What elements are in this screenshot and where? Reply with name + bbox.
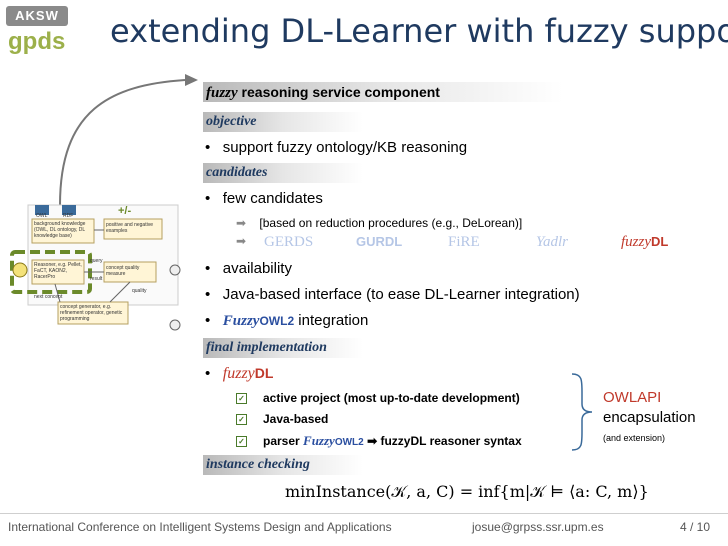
candidates-text-3: Java-based interface (to ease DL-Learner…: [222, 286, 580, 303]
fuzzydl-bold: DL: [651, 234, 669, 249]
quality-box: concept quality measure: [106, 265, 140, 277]
lightbulb-icon: [12, 262, 28, 278]
objective-text: support fuzzy ontology/KB reasoning: [222, 139, 468, 156]
examples-box: positive and negative examples: [106, 222, 153, 234]
header-bar: [203, 82, 563, 102]
owl-icon: [35, 205, 49, 215]
header-title: fuzzy reasoning service component: [206, 84, 440, 102]
rdf-icon: [62, 205, 76, 215]
arrow-right-icon-3: ➡: [367, 434, 378, 448]
section-objective: objective: [206, 114, 257, 129]
header-fuzzy: fuzzy: [206, 85, 238, 101]
query-label: query: [90, 258, 103, 264]
section-candidates: candidates: [206, 165, 268, 180]
candidates-bullet-2: • availability: [205, 260, 292, 277]
final-bar: [203, 338, 363, 358]
final-dl: DL: [254, 365, 274, 381]
section-final: final implementation: [206, 340, 327, 355]
candidates-text-1: few candidates: [222, 190, 323, 207]
globe-icon-2: [169, 319, 181, 331]
final-item-2-text: Java-based: [263, 412, 329, 426]
system-yadlr: Yadlr: [536, 234, 568, 250]
parser-rest: fuzzyDL reasoner syntax: [380, 434, 522, 448]
curved-arrow: [59, 79, 186, 206]
parser-fuzzy: Fuzzy: [303, 433, 335, 448]
candidates-bullet-4: • FuzzyOWL2 integration: [205, 312, 369, 329]
arrow-right-icon: ➡: [236, 216, 247, 230]
formula: minInstance(𝒦, a, C) = inf{m|𝒦 ⊨ ⟨a: C, …: [285, 482, 649, 501]
result-label: result: [90, 276, 103, 282]
plus-minus-label: +/-: [118, 205, 132, 217]
checkbox-icon-2: ✓: [236, 414, 247, 426]
final-bullet: • fuzzyDL: [205, 365, 274, 382]
instance-bar: [203, 455, 363, 475]
section-instance: instance checking: [206, 457, 310, 472]
rdf-label: RDF: [63, 213, 74, 219]
fuzzydl-italic: fuzzy: [621, 234, 651, 250]
candidates-bullet-1: • few candidates: [205, 190, 323, 207]
checkbox-icon: ✓: [236, 393, 247, 405]
objective-bar: [203, 112, 363, 132]
slide-title: extending DL-Learner with fuzzy support: [110, 12, 728, 50]
fuzzyowl-a: Fuzzy: [222, 313, 260, 329]
system-fuzzydl: fuzzyDL: [621, 234, 668, 251]
parser-owl: OWL2: [334, 437, 364, 448]
footer-conference: International Conference on Intelligent …: [8, 520, 392, 534]
dl-learner-diagram: [10, 74, 198, 331]
encapsulation-label: encapsulation: [603, 409, 696, 426]
arrow-right-icon-2: ➡: [236, 234, 247, 248]
footer-line: [0, 513, 728, 514]
final-item-3: ✓ parser FuzzyOWL2 ➡ fuzzyDL reasoner syn…: [236, 433, 522, 449]
reduction-text: [based on reduction procedures (e.g., De…: [259, 216, 523, 230]
reduction-line: ➡ [based on reduction procedures (e.g., …: [236, 216, 522, 230]
quality-label: quality: [132, 288, 147, 294]
checkbox-icon-3: ✓: [236, 436, 247, 448]
final-item-1-text: active project (most up-to-date developm…: [263, 391, 520, 405]
candidates-bullet-3: • Java-based interface (to ease DL-Learn…: [205, 286, 580, 303]
candidates-bar: [203, 163, 363, 183]
extension-label: (and extension): [603, 433, 666, 443]
final-item-1: ✓ active project (most up-to-date develop…: [236, 391, 520, 405]
candidates-text-4: integration: [294, 312, 369, 329]
globe-icon: [169, 264, 181, 276]
gpds-logo: gpds: [8, 28, 66, 55]
reasoner-box: Reasoner, e.g. Pellet, FaCT, KAON2, Race…: [34, 262, 82, 280]
background-box: background knowledge (OWL, DL ontology, …: [34, 221, 86, 239]
systems-line: ➡ GERDS GURDL FiRE Yadlr fuzzyDL: [236, 234, 716, 251]
candidates-text-2: availability: [222, 260, 292, 277]
parser-a: parser: [263, 434, 304, 448]
arrow-head-icon: [185, 74, 198, 86]
owl-label: OWL: [36, 213, 48, 219]
fuzzyowl-b: OWL2: [259, 314, 295, 328]
footer-page: 4 / 10: [680, 520, 711, 534]
generator-box: concept generator, e.g. refinement opera…: [60, 304, 123, 322]
footer-email: josue@grpss.ssr.upm.es: [472, 520, 604, 534]
brace-icon: [571, 373, 593, 451]
system-fire: FiRE: [448, 234, 480, 250]
aksw-logo: AKSW: [6, 6, 68, 26]
header-rest: reasoning service component: [237, 84, 440, 100]
objective-bullet: • support fuzzy ontology/KB reasoning: [205, 139, 468, 156]
final-item-2: ✓ Java-based: [236, 412, 328, 426]
final-fuzzy: fuzzy: [222, 365, 255, 382]
system-gurdl: GURDL: [356, 234, 403, 249]
next-concept-label: next concept: [34, 294, 63, 300]
owlapi-label: OWLAPI: [603, 389, 662, 406]
system-gerds: GERDS: [264, 234, 314, 250]
